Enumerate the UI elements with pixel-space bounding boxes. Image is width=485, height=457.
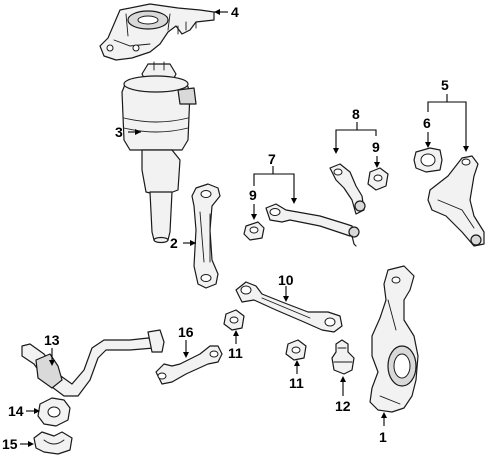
part-bushing-right[interactable] [367, 167, 389, 191]
callout-5: 5 [441, 77, 449, 93]
callout-11-lower: 11 [289, 375, 304, 391]
callout-10: 10 [278, 272, 294, 288]
callout-9-left: 9 [249, 187, 257, 203]
callout-labels: 1 2 3 4 5 6 7 8 9 9 10 11 11 12 13 14 15… [2, 4, 449, 452]
callout-7: 7 [268, 151, 276, 167]
callout-8: 8 [352, 106, 360, 122]
callout-2: 2 [170, 235, 178, 251]
part-ball-joint[interactable] [331, 339, 355, 375]
callout-3: 3 [115, 124, 123, 140]
part-lateral-arm[interactable] [329, 163, 366, 215]
part-lower-arm[interactable] [235, 281, 343, 333]
part-bushing-bracket[interactable] [33, 431, 73, 455]
part-lower-control-arm[interactable] [427, 155, 485, 247]
callout-13: 13 [44, 332, 60, 348]
part-vertical-link[interactable] [191, 183, 221, 289]
callout-1: 1 [379, 429, 387, 445]
part-upper-mount[interactable] [99, 3, 215, 61]
callout-4: 4 [231, 4, 239, 20]
part-air-strut[interactable] [121, 61, 197, 244]
part-bar-bushing[interactable] [37, 397, 71, 427]
callout-12: 12 [335, 398, 351, 414]
part-steering-knuckle[interactable] [369, 265, 419, 413]
part-toe-link[interactable] [155, 345, 223, 385]
callout-11-upper: 11 [228, 345, 243, 361]
callout-16: 16 [178, 324, 194, 340]
part-upper-control-arm[interactable] [265, 203, 360, 247]
part-large-bushing[interactable] [413, 147, 443, 173]
callout-9-right: 9 [372, 139, 380, 155]
part-stabilizer-bar[interactable] [21, 329, 165, 397]
callout-6: 6 [423, 115, 431, 131]
callout-15: 15 [2, 436, 18, 452]
part-bushing-left[interactable] [243, 221, 265, 241]
callout-14: 14 [8, 403, 24, 419]
part-bushing-11-lower[interactable] [285, 339, 307, 361]
leader-lines [20, 9, 469, 447]
part-bushing-11-upper[interactable] [223, 309, 245, 331]
